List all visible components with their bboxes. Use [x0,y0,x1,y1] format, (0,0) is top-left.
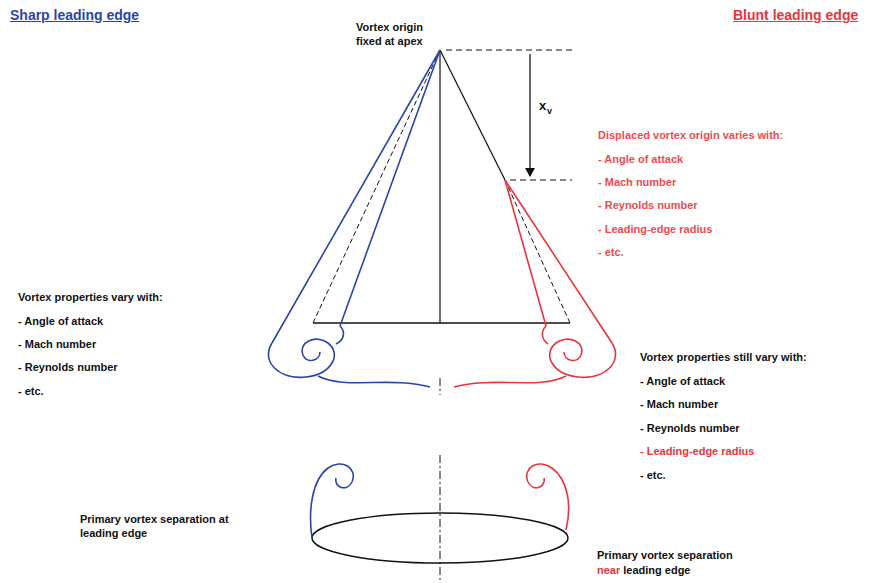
list-item: - Leading-edge radius [598,222,712,236]
section-note: Primary vortex separation at leading edg… [80,512,240,541]
apex-note: Vortex origin fixed at apex [356,20,438,49]
list-item: - Angle of attack [640,374,725,388]
wing-section [312,513,568,563]
list-item: - Reynolds number [18,360,118,374]
section-note: near [597,563,620,577]
dim-arrow [529,54,530,176]
note-heading: Vortex properties vary with: [18,290,163,304]
leading-edge [313,50,440,323]
list-item: - etc. [598,245,624,259]
axis-line [440,378,441,395]
list-item: - etc. [640,468,666,482]
blunt-vortex [454,180,616,387]
panel-heading: Sharp leading edge [10,6,139,24]
dim-line [446,50,572,51]
centre-line [439,50,440,323]
list-item: - etc. [18,384,44,398]
trailing-edge [313,322,570,323]
panel-heading: Blunt leading edge [733,6,858,24]
sharp-vortex [268,50,440,387]
leading-edge [505,180,570,323]
dimension-symbol: x [539,98,546,115]
list-item: - Mach number [640,397,718,411]
section-note: Primary vortex separation [597,548,733,562]
list-item: - Leading-edge radius [640,444,754,458]
dimension-subscript: v [547,106,552,118]
list-item: - Angle of attack [18,314,103,328]
note-heading: Vortex properties still vary with: [640,350,807,364]
list-item: - Mach number [598,175,676,189]
axis-line [440,455,441,583]
list-item: - Reynolds number [640,421,740,435]
leading-edge [440,50,505,180]
section-vortex [311,464,354,538]
list-item: - Mach number [18,337,96,351]
note-heading: Displaced vortex origin varies with: [598,128,783,142]
list-item: - Reynolds number [598,198,698,212]
list-item: - Angle of attack [598,152,683,166]
dim-line [510,180,572,181]
section-vortex [527,464,569,530]
section-note: leading edge [623,563,690,577]
